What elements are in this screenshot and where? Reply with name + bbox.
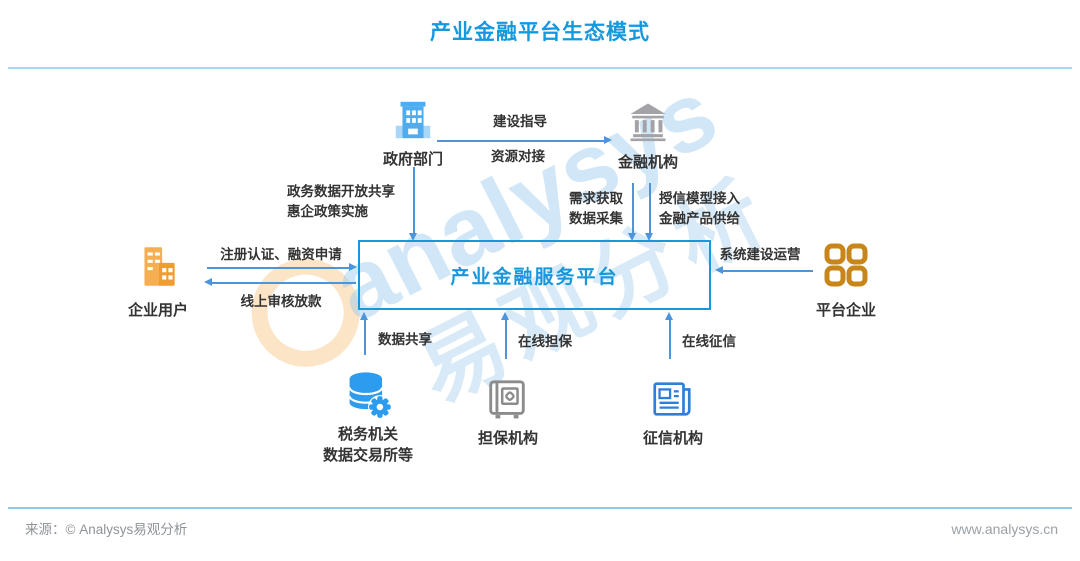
page-title: 产业金融平台生态模式 bbox=[430, 21, 650, 44]
edge-label-fin-left-line1: 需求获取 bbox=[569, 191, 623, 206]
central-platform-box: 产业金融服务平台 bbox=[358, 240, 711, 310]
node-label-tax-data: 税务机关 数据交易所等 bbox=[308, 424, 428, 466]
node-label-financial: 金融机构 bbox=[617, 154, 678, 171]
database-gear-icon bbox=[348, 372, 392, 419]
node-label-enterprise-user: 企业用户 bbox=[127, 302, 188, 319]
edge-label-user-platform: 注册认证、融资申请 bbox=[220, 247, 342, 262]
edge-line-fin-platform-left bbox=[632, 183, 634, 233]
edge-label-fin-right-line2: 金融产品供给 bbox=[659, 211, 740, 226]
edge-line-user-platform bbox=[207, 267, 349, 269]
edge-line-fin-platform-right bbox=[649, 183, 651, 233]
arrowhead-left-icon bbox=[204, 278, 212, 286]
node-label-tax-line1: 税务机关 bbox=[337, 426, 398, 443]
edge-label-gov-platform-line2: 惠企政策实施 bbox=[287, 204, 368, 219]
newspaper-icon bbox=[653, 382, 691, 416]
website-url: www.analysys.cn bbox=[951, 521, 1058, 537]
edge-line-tax-platform bbox=[364, 319, 366, 355]
node-label-tax-line2: 数据交易所等 bbox=[322, 447, 413, 464]
edge-label-platform-user: 线上审核放款 bbox=[240, 294, 322, 309]
edge-label-fin-platform-right: 授信模型接入 金融产品供给 bbox=[659, 189, 740, 229]
header-divider bbox=[8, 67, 1072, 69]
safe-icon bbox=[489, 380, 525, 419]
edge-label-gov-platform-line1: 政务数据开放共享 bbox=[287, 184, 395, 199]
edge-label-fin-right-line1: 授信模型接入 bbox=[659, 191, 740, 206]
edge-label-gov-fin-top: 建设指导 bbox=[493, 114, 547, 129]
arrowhead-left-icon bbox=[715, 266, 723, 274]
edge-line-enterprise-platform bbox=[723, 270, 813, 272]
edge-line-gov-platform bbox=[413, 167, 415, 233]
enterprise-buildings-icon bbox=[144, 247, 175, 286]
platform-apps-icon bbox=[824, 243, 868, 287]
arrowhead-up-icon bbox=[501, 312, 509, 320]
edge-label-enterprise-platform: 系统建设运营 bbox=[719, 247, 801, 262]
bank-icon bbox=[630, 103, 666, 142]
arrowhead-right-icon bbox=[604, 136, 612, 144]
edge-label-credit-platform: 在线征信 bbox=[682, 334, 736, 349]
edge-line-credit-platform bbox=[669, 319, 671, 359]
source-credit: 来源：© Analysys易观分析 bbox=[25, 522, 188, 537]
edge-label-gov-fin-bottom: 资源对接 bbox=[491, 149, 545, 164]
edge-label-tax-platform: 数据共享 bbox=[378, 332, 432, 347]
node-label-guarantee: 担保机构 bbox=[477, 430, 538, 447]
arrowhead-right-icon bbox=[349, 263, 357, 271]
edge-label-fin-left-line2: 数据采集 bbox=[569, 211, 623, 226]
arrowhead-down-icon bbox=[409, 233, 417, 241]
node-label-government: 政府部门 bbox=[382, 151, 443, 168]
edge-label-fin-platform-left: 需求获取 数据采集 bbox=[515, 189, 623, 229]
arrowhead-down-icon bbox=[645, 233, 653, 241]
edge-line-platform-user bbox=[212, 282, 356, 284]
node-label-credit: 征信机构 bbox=[642, 430, 703, 447]
government-building-icon bbox=[395, 101, 431, 139]
arrowhead-up-icon bbox=[665, 312, 673, 320]
central-platform-label: 产业金融服务平台 bbox=[450, 266, 619, 288]
footer-divider bbox=[8, 507, 1072, 509]
edge-line-gov-fin bbox=[437, 140, 604, 142]
edge-line-guarantee-platform bbox=[505, 319, 507, 359]
edge-label-guarantee-platform: 在线担保 bbox=[518, 334, 572, 349]
arrowhead-up-icon bbox=[360, 312, 368, 320]
edge-label-gov-platform: 政务数据开放共享 惠企政策实施 bbox=[287, 182, 395, 222]
node-label-platform-enterprise: 平台企业 bbox=[815, 302, 876, 319]
arrowhead-down-icon bbox=[628, 233, 636, 241]
